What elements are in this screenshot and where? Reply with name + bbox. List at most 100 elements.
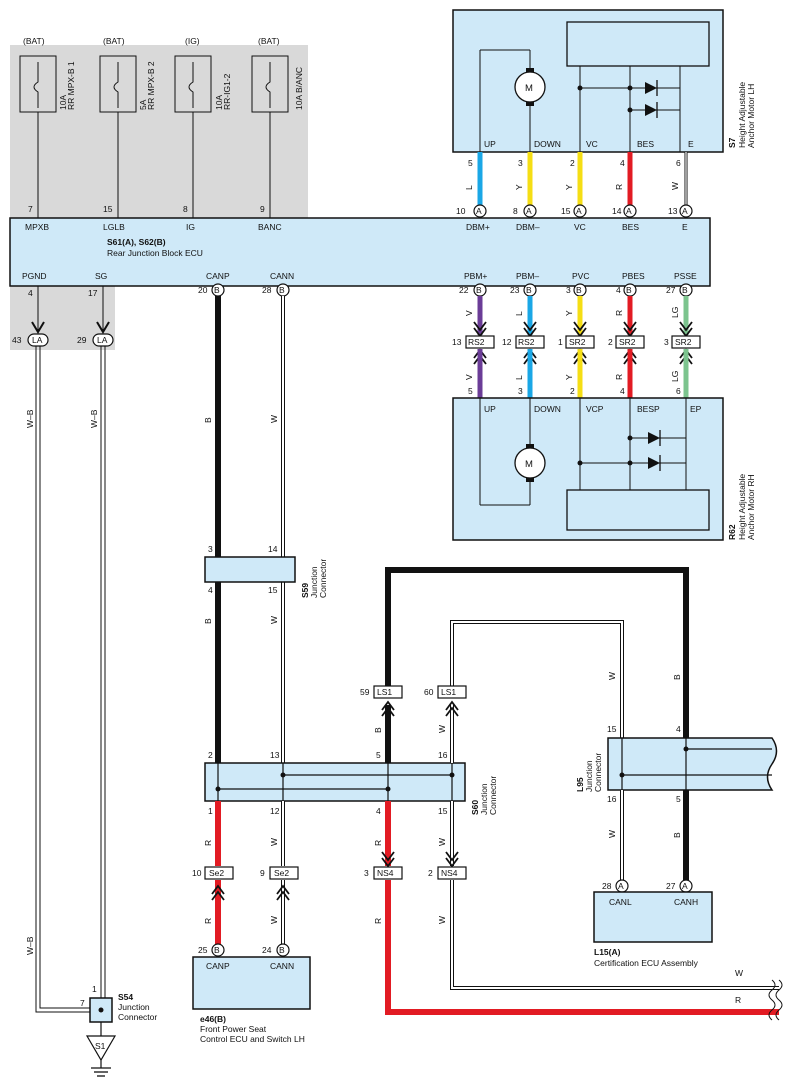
component-name: Anchor Motor LH <box>746 84 756 148</box>
pin-number: 2 <box>570 158 575 168</box>
s60-upper-wires: LS1 LS1 59 60 B W W B <box>360 567 689 763</box>
wire-color: B <box>672 832 682 838</box>
wire-color: Y <box>564 184 574 190</box>
component-id: S54 <box>118 992 133 1002</box>
s60-lower-wires: R W R W Se2 Se2 10 9 NS4 NS4 3 2 R W R W… <box>192 801 783 1021</box>
component-name: Junction <box>479 783 489 815</box>
wire-color: W <box>437 725 447 733</box>
pin-label: LGLB <box>103 222 125 232</box>
wire-color: Y <box>564 374 574 380</box>
component-id: S7 <box>727 137 737 148</box>
connector-name: SR2 <box>569 337 586 347</box>
pin-label: UP <box>484 139 496 149</box>
pin-label: MPXB <box>25 222 49 232</box>
fuse-name: RR MPX-B 2 <box>146 61 156 110</box>
svg-text:B: B <box>576 285 582 295</box>
wire-color: LG <box>670 307 680 318</box>
pin-number: 4 <box>208 585 213 595</box>
certification-ecu: A A 28 27 CANL CANH L15(A) Certification… <box>593 879 713 968</box>
svg-text:A: A <box>618 881 624 891</box>
pin-number: 23 <box>510 285 520 295</box>
pin-number: 3 <box>518 386 523 396</box>
pin-number: 24 <box>262 945 272 955</box>
component-name: Junction <box>118 1002 150 1012</box>
wire-color: B <box>672 674 682 680</box>
wire-color: R <box>614 374 624 380</box>
svg-text:B: B <box>526 285 532 295</box>
pin-number: 28 <box>262 285 272 295</box>
rear-junction-block-ecu: MPXB LGLB IG BANC DBM+ DBM– VC BES E S61… <box>9 217 711 287</box>
component-name: Connector <box>318 559 328 598</box>
component-name: Connector <box>118 1012 157 1022</box>
pin-label: CANP <box>206 271 230 281</box>
wire-color: W <box>607 830 617 838</box>
fuse-rating: 10A <box>214 95 224 110</box>
wire-color: W <box>670 182 680 190</box>
pin-number: 29 <box>77 335 87 345</box>
ground-label: S1 <box>95 1041 106 1051</box>
motor-rh: UP DOWN VCP BESP EP M R62 Height Adjusta… <box>452 397 756 541</box>
pin-number: 27 <box>666 285 676 295</box>
pin-number: 2 <box>428 868 433 878</box>
connector-name: NS4 <box>441 868 458 878</box>
pin-number: 6 <box>676 386 681 396</box>
pin-label: CANH <box>674 897 698 907</box>
connector-name: NS4 <box>377 868 394 878</box>
s59-junction-connector: 3 14 4 15 S59 Junction Connector <box>204 544 328 598</box>
svg-text:A: A <box>626 206 632 216</box>
power-source-shade <box>10 45 308 220</box>
pin-number: 3 <box>208 544 213 554</box>
connector-name: Se2 <box>274 868 289 878</box>
wire-color: R <box>203 918 213 924</box>
pin-number: 25 <box>198 945 208 955</box>
rh-wires: B B B B B 22 23 3 4 27 V L Y R LG RS2 RS… <box>452 283 701 398</box>
component-name: Certification ECU Assembly <box>594 958 699 968</box>
fuse-1: (BAT) 10A RR MPX-B 1 7 <box>19 36 76 220</box>
pin-number: 4 <box>620 158 625 168</box>
pin-number: 8 <box>513 206 518 216</box>
pin-number: 60 <box>424 687 434 697</box>
wire-color: V <box>464 374 474 380</box>
pin-number: 2 <box>570 386 575 396</box>
wire-color: Y <box>514 184 524 190</box>
component-name: Control ECU and Switch LH <box>200 1034 305 1044</box>
wire-color: B <box>373 727 383 733</box>
svg-text:B: B <box>214 285 220 295</box>
wire-color: W <box>269 838 279 846</box>
wire-color: Y <box>564 310 574 316</box>
wire-color: W <box>607 672 617 680</box>
pin-number: 3 <box>664 337 669 347</box>
pin-label: BES <box>637 139 654 149</box>
connector-name: Se2 <box>209 868 224 878</box>
connector-name: RS2 <box>468 337 485 347</box>
pin-label: PGND <box>22 271 47 281</box>
pin-label: EP <box>690 404 702 414</box>
pin-number: 15 <box>607 724 617 734</box>
pin-label: DOWN <box>534 404 561 414</box>
component-name: Height Adjustable <box>737 82 747 148</box>
pin-label: PVC <box>572 271 589 281</box>
connector-name: LS1 <box>441 687 456 697</box>
component-name: Connector <box>593 753 603 792</box>
fuse-supply: (IG) <box>185 36 200 46</box>
pin-number: 2 <box>608 337 613 347</box>
pin-number: 15 <box>438 806 448 816</box>
pin-number: 1 <box>92 984 97 994</box>
fuse-block: (BAT) 10A RR MPX-B 1 7 (BAT) 5A RR MPX-B… <box>19 36 304 220</box>
diode-icon <box>648 457 660 469</box>
pin-number: 12 <box>270 806 280 816</box>
pin-number: 15 <box>561 206 571 216</box>
can-main-wires: 20 B 28 B B W B W <box>198 283 290 763</box>
l95-junction-connector: 15 4 16 5 L95 Junction Connector W B <box>575 724 778 880</box>
pin-number: 4 <box>616 285 621 295</box>
pin-number: 6 <box>676 158 681 168</box>
component-name: Rear Junction Block ECU <box>107 248 203 258</box>
pin-number: 7 <box>80 998 85 1008</box>
pin-label: PBES <box>622 271 645 281</box>
pin-number: 20 <box>198 285 208 295</box>
pin-number: 3 <box>566 285 571 295</box>
s54-junction-connector: 1 7 S54 Junction Connector S1 <box>80 984 157 1077</box>
pin-number: 4 <box>676 724 681 734</box>
pin-number: 28 <box>602 881 612 891</box>
pin-number: 59 <box>360 687 370 697</box>
